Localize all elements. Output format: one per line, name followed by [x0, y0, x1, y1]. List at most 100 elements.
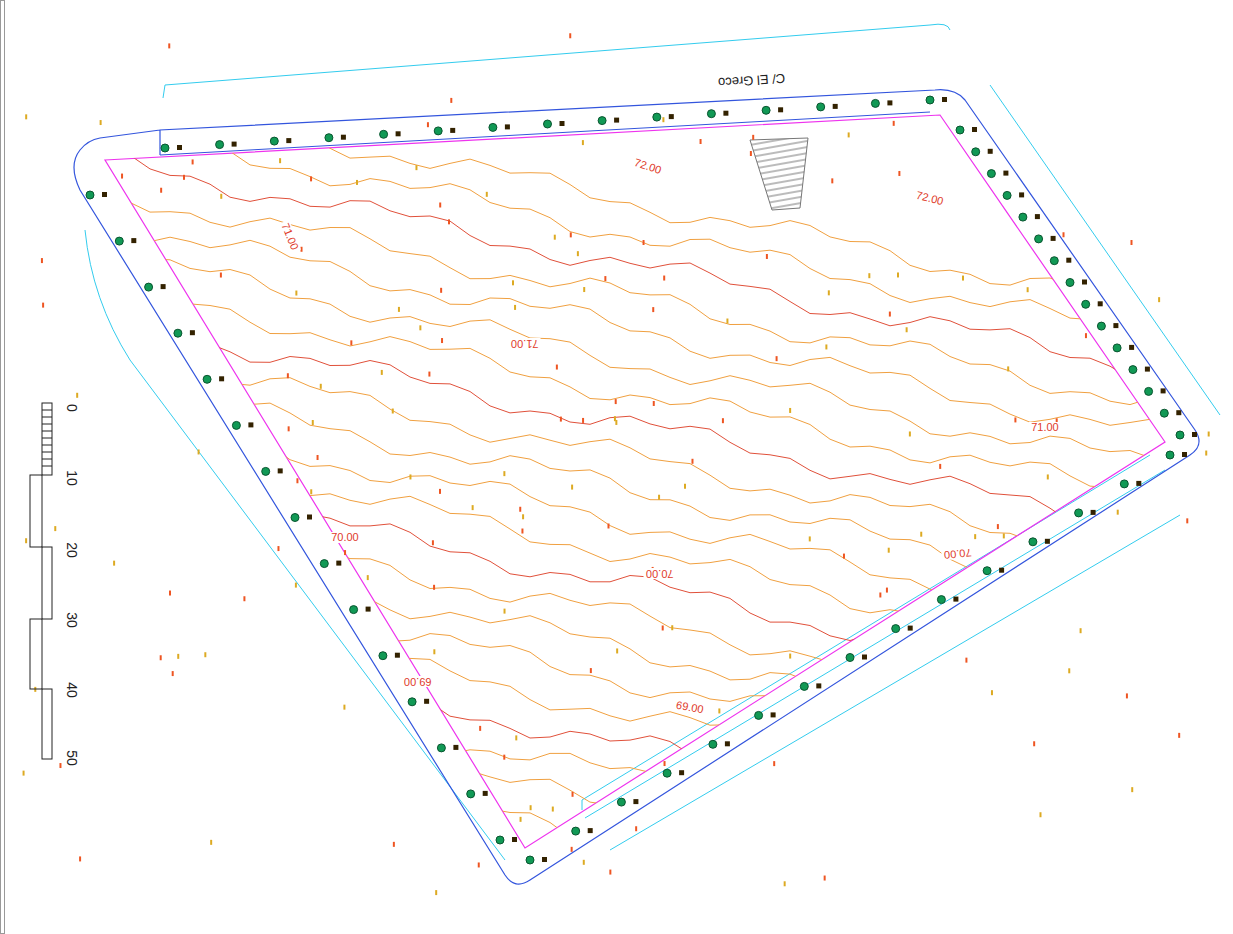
level-point [393, 842, 395, 847]
scale-number: 10 [65, 468, 79, 488]
lamp-symbol [588, 828, 593, 833]
level-point [997, 524, 999, 529]
lamp-symbol [972, 127, 977, 132]
tree-symbol [956, 126, 964, 134]
contour-line [90, 388, 1170, 586]
level-point [615, 420, 617, 425]
tree-symbol [1050, 257, 1058, 265]
level-point [295, 583, 297, 588]
tree-symbol [489, 123, 497, 131]
lamp-symbol [988, 149, 993, 154]
level-point [419, 325, 421, 330]
level-point [432, 540, 434, 545]
level-point [609, 870, 611, 875]
level-point [570, 232, 572, 237]
contour-label: 71.00 [509, 338, 541, 349]
level-point [965, 658, 967, 663]
level-point [604, 276, 606, 281]
tree-symbol [707, 110, 715, 118]
tree-symbol [1075, 509, 1083, 517]
level-point [572, 792, 574, 797]
lamp-symbol [1019, 192, 1024, 197]
lamp-symbol [366, 607, 371, 612]
lamp-symbol [232, 142, 237, 147]
level-point [172, 671, 174, 676]
lamp-symbol [102, 192, 107, 197]
level-point [556, 365, 558, 370]
lamp-symbol [395, 653, 400, 658]
level-point [512, 280, 514, 285]
contour-line [90, 350, 1170, 562]
tree-symbol [350, 606, 358, 614]
level-point [343, 705, 345, 710]
level-point [177, 654, 179, 659]
tree-symbol [1066, 279, 1074, 287]
contour-line [90, 670, 1170, 882]
contour-line [90, 469, 1170, 701]
lamp-symbol [161, 284, 166, 289]
lamp-symbol [816, 683, 821, 688]
level-point [868, 273, 870, 278]
level-point [415, 165, 417, 170]
scale-number: 0 [65, 402, 79, 414]
level-point [643, 240, 645, 245]
lamp-symbol [396, 131, 401, 136]
contour-label: 72.00 [913, 189, 946, 207]
tree-symbol [871, 99, 879, 107]
level-point [750, 151, 752, 156]
tree-symbol [437, 744, 445, 752]
level-point [886, 588, 888, 593]
level-point [1068, 668, 1070, 673]
level-point [939, 464, 941, 469]
lamp-symbol [953, 597, 958, 602]
lamp-symbol [1045, 539, 1050, 544]
tree-symbol [174, 329, 182, 337]
level-point [398, 307, 400, 312]
level-point [310, 489, 312, 494]
lamp-symbol [1098, 301, 1103, 306]
contour-line [90, 787, 1170, 934]
level-point [440, 288, 442, 293]
level-point [192, 159, 194, 164]
level-point [571, 485, 573, 490]
level-point [121, 174, 123, 179]
level-point [23, 771, 25, 776]
level-point [441, 338, 443, 343]
level-point [41, 258, 43, 263]
lamp-symbol [1091, 510, 1096, 515]
contour-label: 71.00 [1029, 422, 1061, 433]
level-point [428, 372, 430, 377]
contour-line [90, 258, 1170, 473]
level-point [583, 860, 585, 865]
level-point [825, 344, 827, 349]
level-point [504, 609, 506, 614]
tree-symbol [1097, 322, 1105, 330]
level-point [448, 219, 450, 224]
lamp-symbol [679, 770, 684, 775]
level-point [906, 327, 908, 332]
tree-symbol [755, 711, 763, 719]
level-point [521, 529, 523, 534]
level-point [684, 484, 686, 489]
level-point [350, 340, 352, 345]
level-point [1080, 628, 1082, 633]
contour-line [90, 552, 1170, 749]
level-point [1186, 518, 1188, 523]
tree-symbol [434, 127, 442, 135]
level-point [296, 478, 298, 483]
lamp-symbol [424, 699, 429, 704]
lamp-symbol [505, 124, 510, 129]
tree-symbol [1035, 235, 1043, 243]
level-point [893, 121, 895, 126]
level-point [288, 426, 290, 431]
lamp-symbol [908, 626, 913, 631]
level-point [433, 585, 435, 590]
level-point [168, 43, 170, 48]
level-point [974, 534, 976, 539]
contour-line [90, 712, 1170, 915]
level-point [1130, 240, 1132, 245]
contour-label: 69.00 [673, 699, 706, 715]
level-point [571, 847, 573, 852]
level-point [1047, 474, 1049, 479]
